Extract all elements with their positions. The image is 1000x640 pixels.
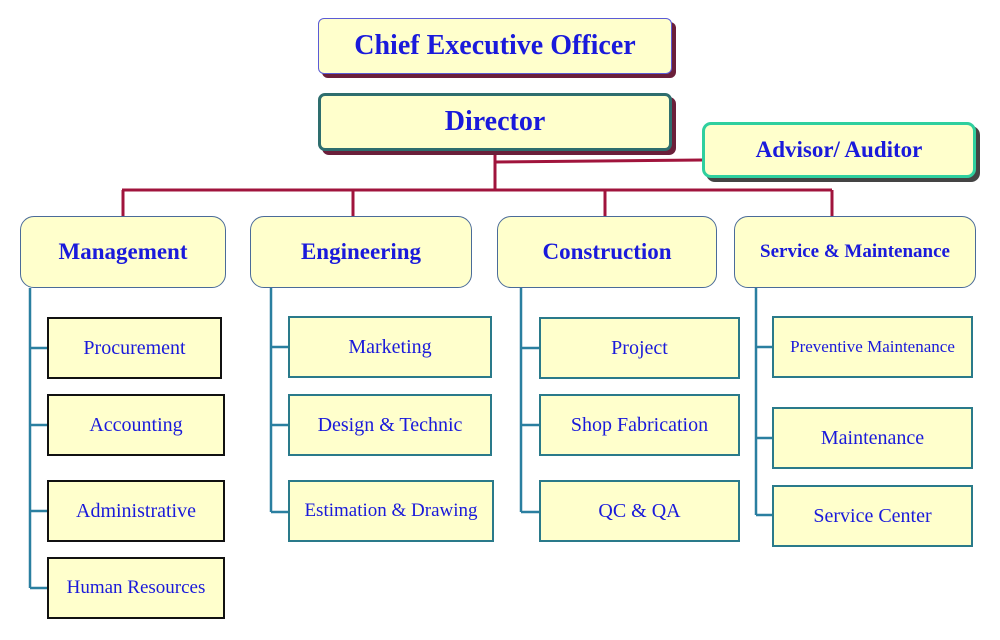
shop-fabrication-unit: Shop Fabrication: [539, 394, 740, 456]
procurement-unit: Procurement: [47, 317, 222, 379]
administrative-unit: Administrative: [47, 480, 225, 542]
advisor-auditor-box: Advisor/ Auditor: [702, 122, 976, 178]
management-department: Management: [20, 216, 226, 288]
director-box: Director: [318, 93, 672, 151]
qc-qa-unit: QC & QA: [539, 480, 740, 542]
design-technic-unit: Design & Technic: [288, 394, 492, 456]
human-resources-unit: Human Resources: [47, 557, 225, 619]
service-maintenance-department: Service & Maintenance: [734, 216, 976, 288]
preventive-maintenance-unit: Preventive Maintenance: [772, 316, 973, 378]
service-center-unit: Service Center: [772, 485, 973, 547]
project-unit: Project: [539, 317, 740, 379]
construction-department: Construction: [497, 216, 717, 288]
marketing-unit: Marketing: [288, 316, 492, 378]
maintenance-unit: Maintenance: [772, 407, 973, 469]
advisor-link-line: [494, 158, 703, 164]
ceo-box: Chief Executive Officer: [318, 18, 672, 74]
estimation-drawing-unit: Estimation & Drawing: [288, 480, 494, 542]
engineering-department: Engineering: [250, 216, 472, 288]
accounting-unit: Accounting: [47, 394, 225, 456]
